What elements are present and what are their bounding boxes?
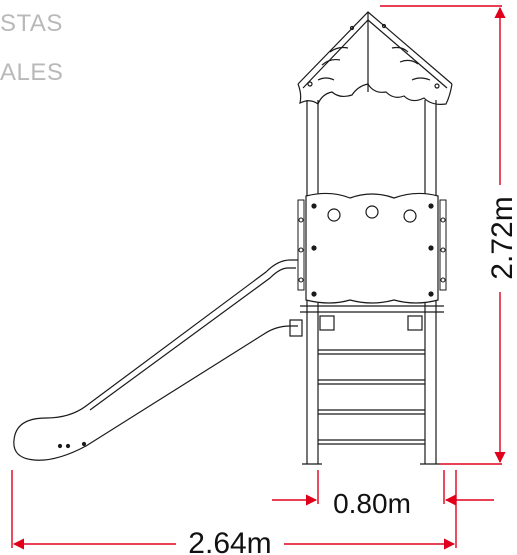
- header-line-1: STAS: [0, 10, 63, 37]
- width-dimension-label: 0.80m: [333, 488, 411, 519]
- slide: [13, 259, 298, 461]
- front-panel: [305, 192, 439, 304]
- height-dimension-label: 2.72m: [486, 196, 517, 279]
- roof: [297, 11, 453, 105]
- header-line-2: ALES: [0, 59, 64, 86]
- platform: [289, 305, 444, 337]
- ladder: [318, 349, 425, 445]
- length-dimension-label: 2.64m: [188, 527, 271, 555]
- dimension-lines: [11, 5, 506, 550]
